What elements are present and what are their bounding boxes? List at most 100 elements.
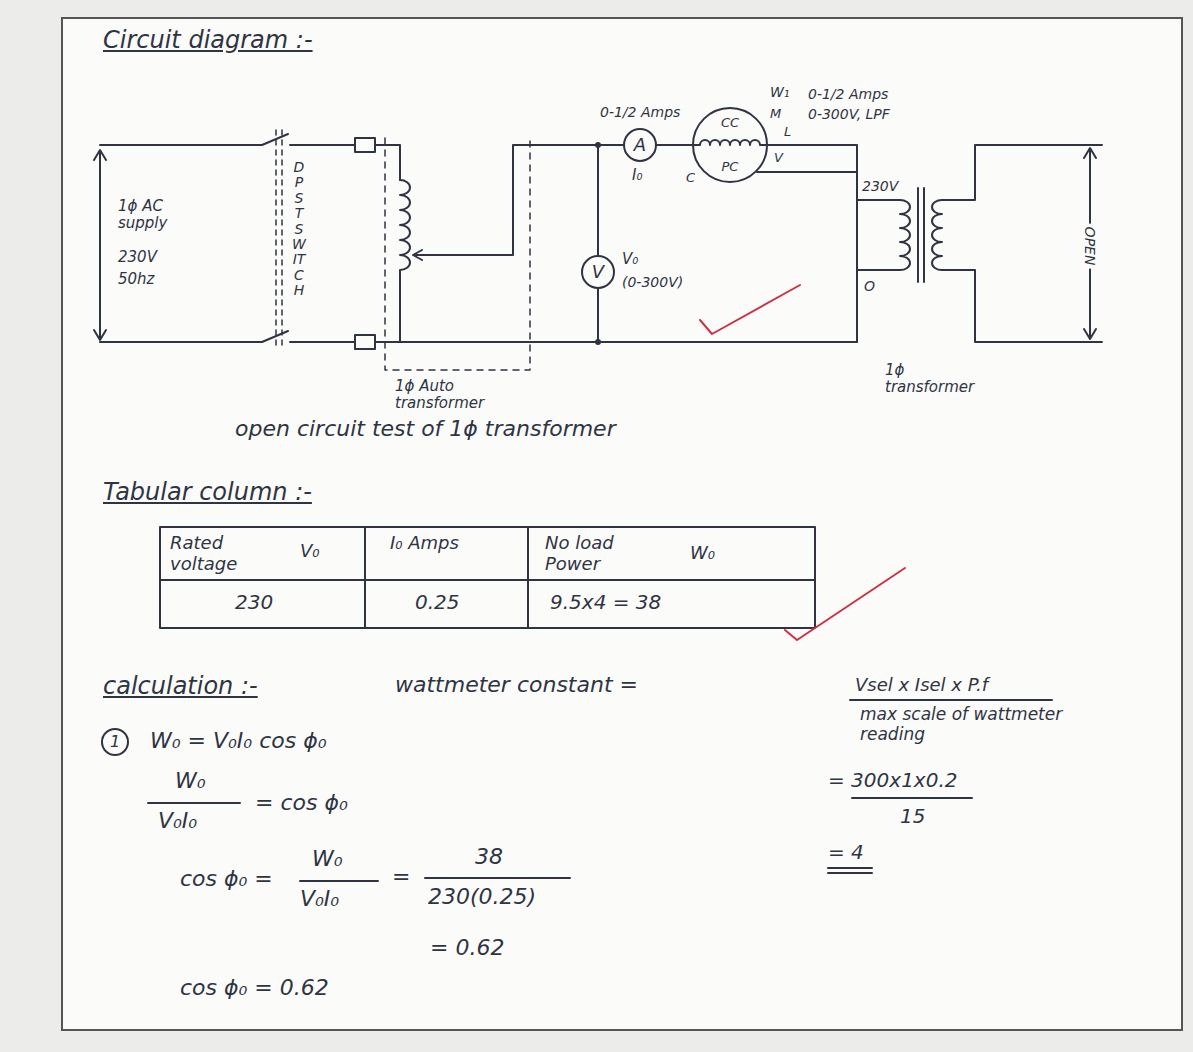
formula-text: = 0.62 [430, 935, 504, 961]
junction-dot [595, 142, 601, 148]
wire [757, 145, 857, 342]
check-mark [785, 568, 905, 640]
formula-text: 230(0.25) [428, 884, 536, 910]
section-heading: calculation :- [103, 672, 258, 701]
wire [942, 145, 1072, 342]
fraction-bar [852, 797, 972, 799]
formula-result: cos ϕ₀ = 0.62 [180, 975, 329, 1001]
formula-text: Vsel x Isel x P.f [855, 674, 988, 696]
current-symbol: I₀ [632, 166, 642, 184]
formula-text: = 300x1x0.2 [828, 768, 958, 792]
wire-connector [657, 144, 692, 146]
supply-frequency: 50hz [118, 270, 154, 288]
formula-result: = 4 [828, 840, 864, 864]
formula-text: W₀ [175, 768, 206, 794]
fraction-bar [850, 699, 1052, 701]
switch-label: DPST SWITCH [292, 160, 306, 299]
symbol-text-area: CC PC [692, 107, 768, 183]
transformer-core [918, 188, 924, 282]
symbol-text-area: V [581, 255, 615, 289]
wire [100, 145, 262, 342]
table-cell: W₀ [690, 542, 715, 564]
formula-text: W₀ = V₀I₀ cos ϕ₀ [150, 728, 327, 754]
fraction-bar [148, 802, 240, 804]
fuse-symbol [355, 138, 375, 152]
supply-arrow [99, 152, 101, 338]
switch-gang-line [276, 130, 282, 350]
symbol-text-area: A [623, 128, 657, 162]
switch-blade [262, 134, 288, 342]
table-grid [160, 527, 815, 628]
supply-label: 1ϕ AC supply [118, 198, 208, 233]
enclosure-dashed-line [385, 138, 530, 370]
formula-text: wattmeter constant = [395, 672, 638, 698]
formula-text: = [392, 864, 410, 890]
component-label: 1ϕ Auto transformer [395, 378, 535, 413]
arrow-head [94, 150, 106, 340]
section-heading: Tabular column :- [103, 478, 312, 507]
formula-text: = cos ϕ₀ [255, 790, 348, 816]
formula-text: V₀I₀ [158, 808, 197, 834]
table-cell: I₀ Amps [390, 533, 470, 554]
terminal-label: V [774, 150, 783, 166]
check-mark [700, 285, 800, 334]
diagram-caption: open circuit test of 1ϕ transformer [235, 416, 616, 442]
ammeter-symbol: A [623, 128, 657, 162]
wire [290, 145, 857, 342]
open-label: OPEN [1082, 224, 1099, 269]
meter-circle [624, 129, 656, 161]
wiper-arrow [413, 250, 450, 260]
meter-range: 0-300V, LPF [808, 106, 890, 123]
result-underline [828, 868, 872, 873]
table-cell: 9.5x4 = 38 [550, 590, 661, 614]
meter-circle [693, 108, 767, 182]
formula-text: cos ϕ₀ = [180, 866, 273, 892]
table-cell: 230 [235, 590, 273, 614]
primary-winding [900, 200, 910, 270]
winding-voltage: 230V [862, 178, 898, 195]
table-cell: V₀ [300, 540, 320, 562]
meter-name: W₁ [770, 84, 789, 101]
symbol-letter: PC [722, 159, 739, 175]
terminal-label: M [770, 106, 781, 122]
wire [857, 200, 900, 270]
secondary-winding [932, 200, 942, 270]
page-frame [62, 18, 1182, 1030]
page-heading: Circuit diagram :- [103, 26, 313, 55]
formula-text: V₀I₀ [300, 886, 339, 912]
dimension-tick [1072, 145, 1102, 342]
step-number: 1 [110, 732, 120, 751]
symbol-letter: CC [721, 115, 739, 131]
symbol-letter: V [592, 261, 604, 283]
fraction-bar [425, 877, 570, 879]
table-cell: Rated voltage [170, 533, 280, 574]
step-circle [102, 729, 128, 755]
symbol-letter: A [634, 134, 646, 156]
voltmeter-symbol: V [581, 255, 615, 289]
voltage-symbol: V₀ [622, 250, 638, 268]
fraction-bar [300, 880, 378, 882]
terminal-label: L [784, 124, 791, 140]
terminal-label: C [686, 170, 695, 186]
component-label: 1ϕ transformer [885, 362, 995, 397]
table-cell: 0.25 [415, 590, 460, 614]
table-cell: No load Power [545, 533, 655, 574]
supply-voltage: 230V [118, 248, 157, 266]
table-grid [160, 527, 815, 628]
formula-text: 38 [475, 844, 503, 870]
junction-dot [595, 339, 601, 345]
wire [597, 145, 599, 342]
terminal-label: O [864, 278, 875, 295]
autotransformer-coil [400, 180, 410, 342]
wattmeter-symbol: CC PC [692, 107, 768, 183]
meter-circle [582, 256, 614, 288]
current-coil [692, 140, 768, 145]
fuse-symbol [355, 335, 375, 349]
formula-text: W₀ [312, 846, 343, 872]
formula-text: max scale of wattmeter reading [860, 705, 1070, 744]
meter-range: (0-300V) [622, 274, 683, 291]
meter-range: 0-1/2 Amps [808, 86, 888, 103]
formula-text: 15 [900, 804, 925, 828]
